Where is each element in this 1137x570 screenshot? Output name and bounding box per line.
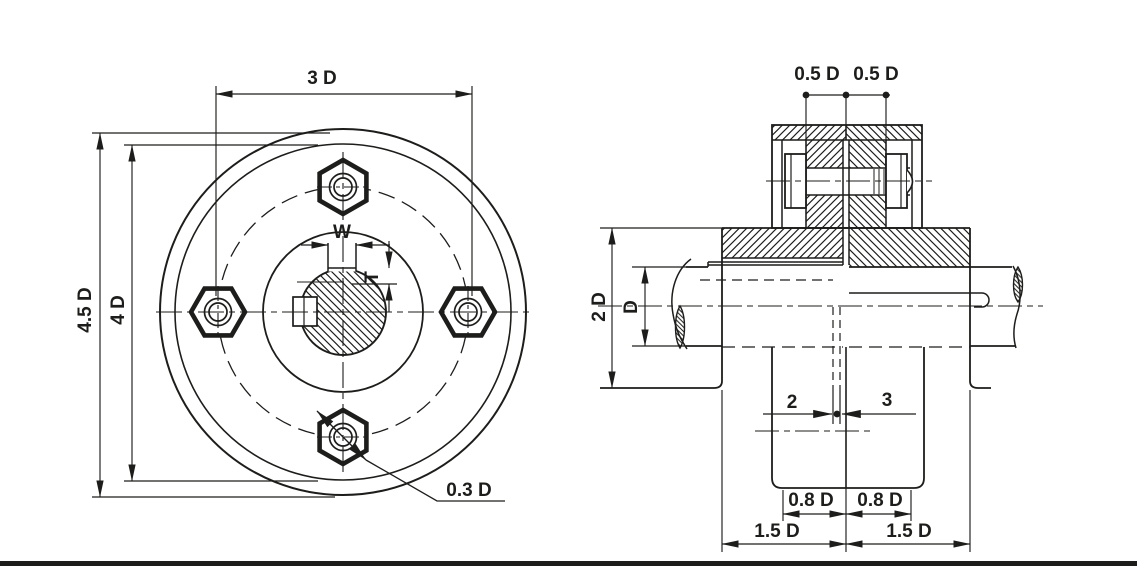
dim-outer-dia (92, 132, 335, 498)
label-keyway-width: W (333, 222, 351, 243)
label-rim-left: 0.8 D (788, 490, 833, 511)
label-keyway-depth: T (362, 271, 383, 283)
gap-solid-lines (832, 392, 841, 424)
label-flange-thickness-right: 0.5 D (853, 64, 898, 85)
page-bottom-rule (0, 561, 1137, 566)
dim-hub-length (721, 390, 971, 552)
hub-face-right (969, 228, 991, 389)
section-hatching (722, 125, 970, 267)
leader-gaps (763, 409, 916, 419)
label-bolt-circle-dia: 3 D (307, 68, 337, 89)
right-break-lens (1012, 265, 1024, 304)
dim-bolt-circle (215, 86, 473, 296)
hub-face-left (600, 228, 723, 389)
label-hub-dia: 2 D (589, 292, 610, 322)
label-bolt-dia: 0.3 D (446, 480, 491, 501)
leader-bolt-dia (316, 410, 505, 502)
dim-flange-thickness (802, 91, 890, 225)
hidden-interface-lines (832, 307, 841, 392)
label-rim-right: 0.8 D (857, 490, 902, 511)
right-keyseat-end (974, 292, 990, 308)
side-view (598, 91, 1043, 552)
rim-silhouette (771, 347, 925, 489)
hub-key-lines (707, 257, 843, 267)
dim-keyway-depth (352, 241, 397, 312)
label-gap-large: 3 (882, 390, 893, 411)
dim-hub-dia (600, 227, 722, 389)
label-hub-len-left: 1.5 D (754, 521, 799, 542)
dim-recess-dia (124, 144, 318, 482)
label-flange-thickness-left: 0.5 D (794, 64, 839, 85)
label-gap-small: 2 (787, 392, 798, 413)
dim-shaft-dia (632, 266, 686, 347)
label-hub-len-right: 1.5 D (886, 521, 931, 542)
label-outer-dia: 4.5 D (75, 287, 96, 332)
left-break-lens (674, 304, 686, 350)
front-view (92, 86, 531, 502)
label-recess-dia: 4 D (108, 295, 129, 325)
label-shaft-dia: D (621, 300, 642, 314)
